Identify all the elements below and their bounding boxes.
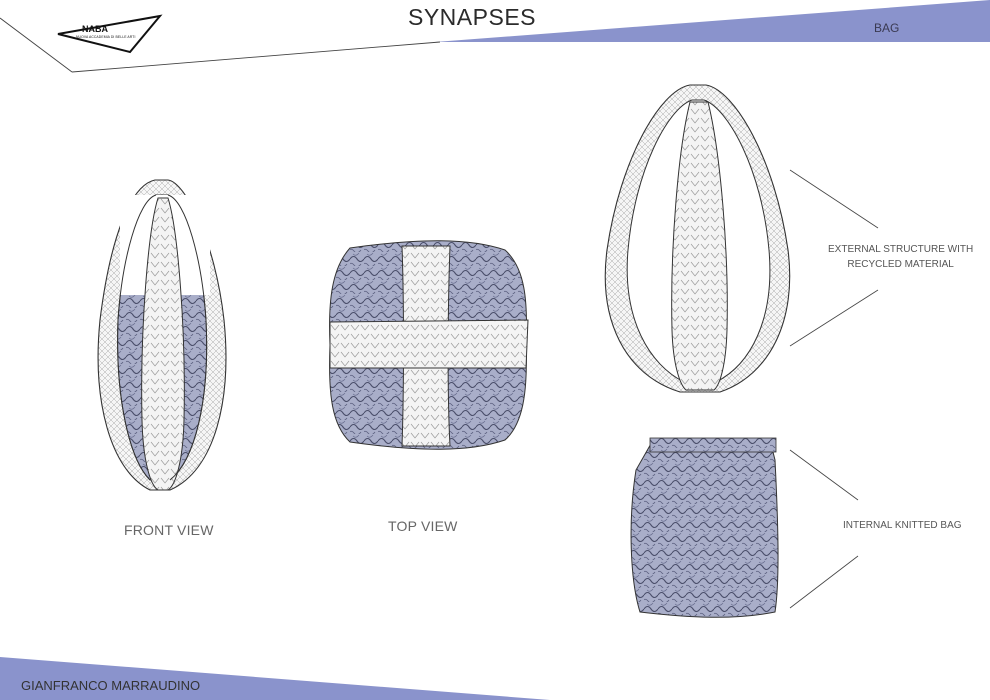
annotation-line-external-bottom — [789, 289, 879, 347]
naba-logo — [57, 14, 163, 54]
section-label: BAG — [874, 21, 900, 35]
header-diagonal-line — [0, 17, 73, 73]
annotation-external: EXTERNAL STRUCTURE WITH RECYCLED MATERIA… — [828, 242, 973, 272]
annotation-external-line2: RECYCLED MATERIAL — [847, 259, 954, 270]
logo-name: NABA — [82, 24, 108, 34]
top-view-label: TOP VIEW — [388, 518, 458, 534]
header-accent-band — [435, 0, 990, 42]
annotation-line-internal-top — [789, 449, 859, 501]
author-name: GIANFRANCO MARRAUDINO — [21, 678, 201, 693]
page-title: SYNAPSES — [408, 4, 536, 30]
annotation-external-line1: EXTERNAL STRUCTURE WITH — [828, 244, 974, 255]
footer-accent-band — [0, 657, 550, 700]
external-structure-drawing — [604, 84, 791, 393]
logo-subtitle: NUOVA ACCADEMIA DI BELLE ARTI — [76, 35, 136, 39]
front-view-label: FRONT VIEW — [124, 522, 214, 538]
internal-knitted-bag-drawing — [630, 437, 779, 618]
top-view-drawing — [329, 240, 529, 450]
header-rule-line — [71, 41, 441, 73]
front-view-drawing — [97, 179, 227, 491]
annotation-line-internal-bottom — [789, 555, 859, 609]
annotation-internal: INTERNAL KNITTED BAG — [843, 520, 962, 531]
annotation-line-external-top — [789, 169, 879, 229]
